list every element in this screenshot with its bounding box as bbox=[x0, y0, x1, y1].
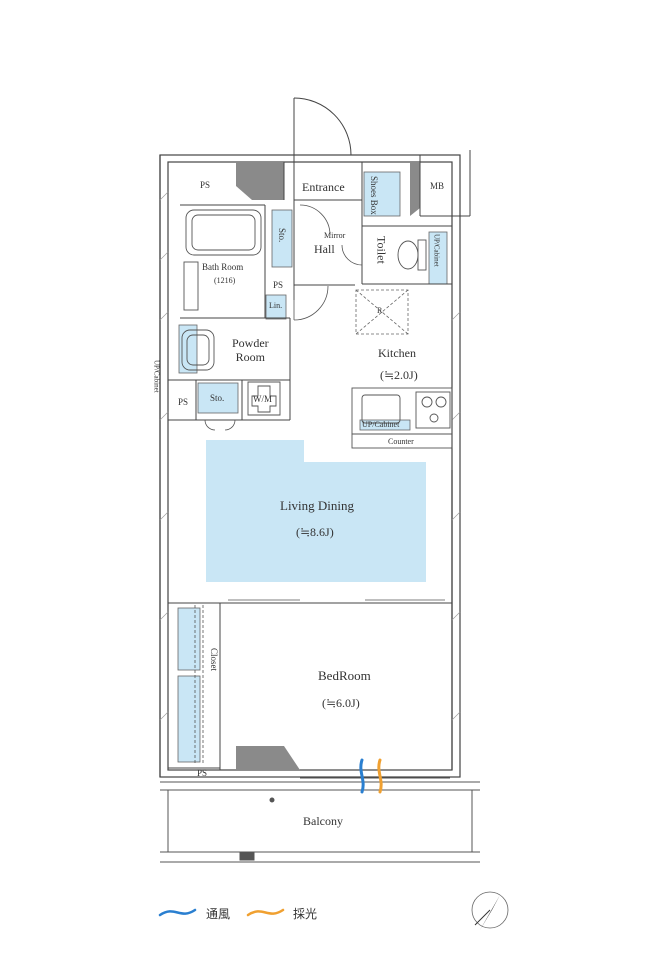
storage-powder-label: Sto. bbox=[210, 393, 225, 403]
storage-bath-label: Sto. bbox=[276, 228, 287, 243]
closet-lower-fill bbox=[177, 675, 201, 763]
powder-cabinet-fill bbox=[178, 324, 198, 374]
compass-icon bbox=[471, 891, 509, 930]
legend-ventilation: 通風 bbox=[206, 907, 231, 921]
shoes-box-label: Shoes Box bbox=[368, 176, 379, 215]
storage-bath-fill bbox=[271, 209, 293, 268]
closet-label: Closet bbox=[208, 648, 219, 672]
partitions bbox=[168, 155, 452, 770]
entrance-door bbox=[293, 97, 471, 217]
balcony-outline bbox=[160, 777, 480, 863]
ventilation-swatch bbox=[158, 908, 197, 917]
living-dining-label: Living Dining bbox=[280, 498, 355, 513]
bath-size-label: (1216) bbox=[214, 276, 236, 285]
balcony-label: Balcony bbox=[303, 814, 343, 828]
ps-top-label: PS bbox=[200, 180, 211, 190]
ps-left-label: PS bbox=[178, 397, 189, 407]
bathtub bbox=[183, 209, 262, 311]
structural-columns bbox=[236, 162, 420, 770]
shoes-box-line1: Shoes bbox=[368, 176, 379, 198]
air-light-markers bbox=[359, 758, 383, 794]
vanity-sink bbox=[181, 329, 215, 371]
toilet-fixture bbox=[397, 239, 427, 271]
living-dining-size-label: (≒8.6J) bbox=[296, 525, 334, 539]
daylight-swatch bbox=[246, 908, 285, 917]
up-cabinet-kitchen-label: UP/Cabinet bbox=[362, 420, 400, 429]
up-cabinet-left-label: UP/Cabinet bbox=[152, 360, 161, 393]
kitchen-cabinet-fill bbox=[359, 419, 411, 431]
linen-fill bbox=[265, 294, 287, 320]
kitchen-label: Kitchen bbox=[378, 346, 416, 360]
ps-bottom-label: PS bbox=[197, 768, 208, 778]
kitchen-size-label: (≒2.0J) bbox=[380, 368, 418, 382]
linen-label: Lin. bbox=[269, 301, 283, 310]
living-dining-area bbox=[206, 440, 426, 582]
washer-label: W/M bbox=[253, 394, 272, 404]
bath-room-label: Bath Room bbox=[202, 262, 244, 272]
legend-swatches bbox=[158, 908, 285, 917]
refrigerator-label: R bbox=[377, 306, 383, 315]
shoes-box-fill bbox=[363, 171, 401, 217]
hall-label: Hall bbox=[314, 242, 335, 256]
bedroom-size-label: (≒6.0J) bbox=[322, 696, 360, 710]
room-highlights bbox=[177, 171, 448, 763]
ps-mid-label: PS bbox=[273, 280, 284, 290]
legend-daylight: 採光 bbox=[293, 907, 318, 921]
shoes-box-line2: Box bbox=[368, 199, 379, 215]
powder-room-line2: Room bbox=[235, 350, 265, 365]
up-cabinet-toilet-label: UP/Cabinet bbox=[432, 234, 441, 267]
kitchen-counter bbox=[351, 387, 453, 449]
closet-upper-fill bbox=[177, 607, 201, 671]
toilet-label: Toilet bbox=[374, 236, 389, 264]
powder-room-line1: Powder bbox=[232, 336, 269, 350]
powder-room-label: Powder Room bbox=[232, 336, 269, 365]
mb-label: MB bbox=[430, 181, 445, 191]
mirror-label: Mirror bbox=[324, 231, 346, 240]
storage-powder-fill bbox=[197, 382, 239, 414]
washer-symbol bbox=[247, 381, 281, 416]
refrigerator-space bbox=[355, 289, 409, 335]
interior-doors bbox=[194, 204, 445, 765]
bedroom-label: BedRoom bbox=[318, 668, 371, 683]
wall-hatch bbox=[159, 191, 461, 721]
counter-label: Counter bbox=[388, 437, 414, 446]
entrance-label: Entrance bbox=[302, 180, 345, 194]
